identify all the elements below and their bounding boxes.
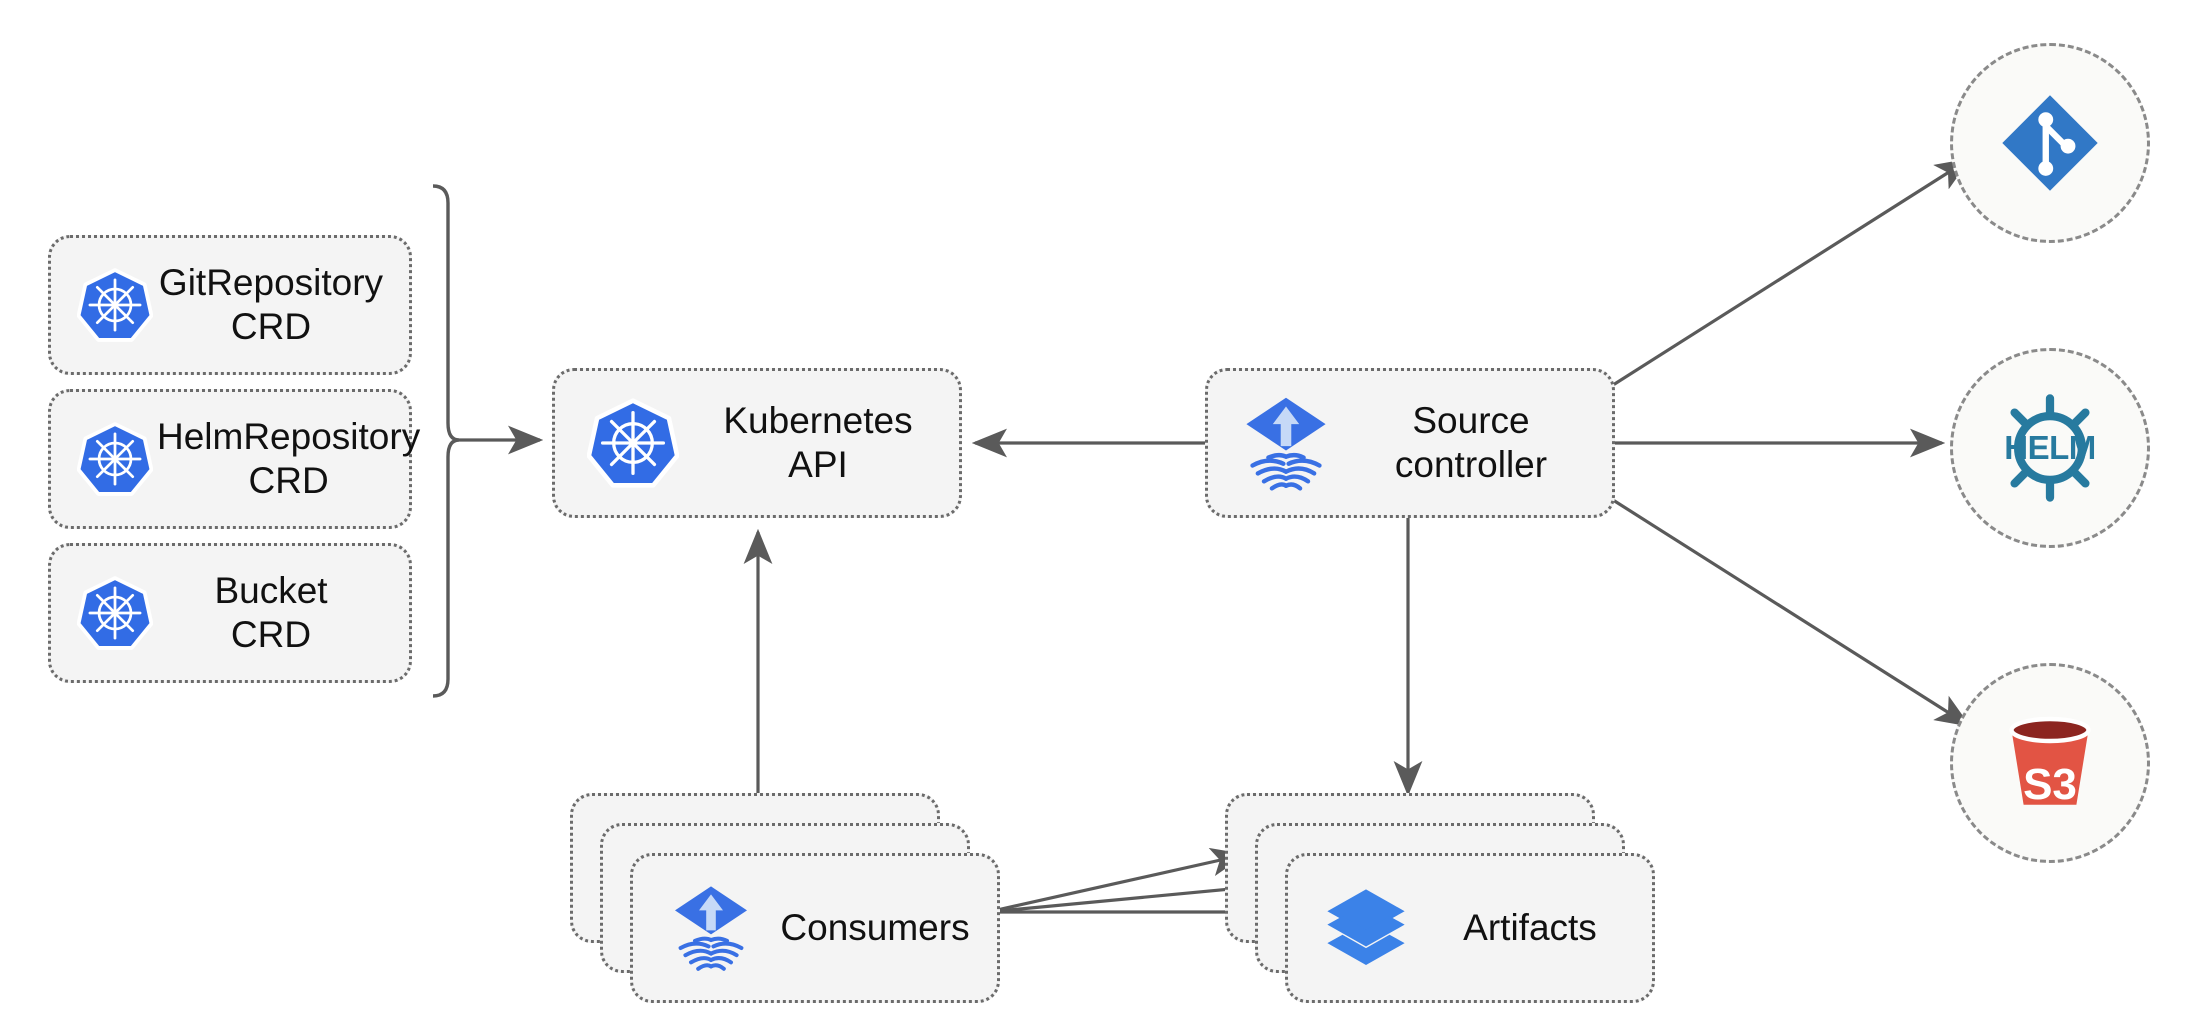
helm-icon: HELM <box>1991 389 2109 507</box>
git-icon <box>1997 90 2103 196</box>
node-label: GitRepository CRD <box>158 262 384 347</box>
node-label: Artifacts <box>1463 907 1597 948</box>
node-gitrepository-crd[interactable]: GitRepository CRD <box>48 235 412 375</box>
edge-source-to-git <box>1612 158 1971 387</box>
edge-consumers-to-artifact-1 <box>987 847 1247 914</box>
node-kubernetes-api[interactable]: Kubernetes API <box>552 368 962 518</box>
node-bucket-crd[interactable]: Bucket CRD <box>48 543 412 683</box>
helm-wordmark: HELM <box>2004 429 2096 466</box>
flux-icon <box>1238 395 1334 491</box>
node-label: Source controller <box>1394 400 1548 485</box>
node-helmrepository-crd[interactable]: HelmRepository CRD <box>48 389 420 529</box>
node-consumers[interactable]: Consumers <box>570 793 1000 1003</box>
kubernetes-icon <box>73 263 157 347</box>
s3-wordmark: S3 <box>2023 760 2077 809</box>
node-label: Bucket CRD <box>214 570 328 655</box>
kubernetes-icon <box>585 395 681 491</box>
source-git[interactable] <box>1950 43 2150 243</box>
node-label: Consumers <box>780 907 970 948</box>
s3-icon: S3 <box>1995 708 2105 818</box>
layers-icon <box>1318 880 1414 976</box>
kubernetes-icon <box>73 571 157 655</box>
node-label: HelmRepository CRD <box>157 416 421 501</box>
consumers-card-front[interactable]: Consumers <box>630 853 1000 1003</box>
crd-group-bracket <box>432 184 460 698</box>
node-source-controller[interactable]: Source controller <box>1205 368 1615 518</box>
artifacts-card-front[interactable]: Artifacts <box>1285 853 1655 1003</box>
kubernetes-icon <box>73 417 157 501</box>
source-helm[interactable]: HELM <box>1950 348 2150 548</box>
edge-source-to-s3 <box>1612 498 1971 727</box>
node-artifacts[interactable]: Artifacts <box>1225 793 1655 1003</box>
flux-icon <box>663 880 759 976</box>
source-s3[interactable]: S3 <box>1950 663 2150 863</box>
node-label: Kubernetes API <box>723 400 913 485</box>
